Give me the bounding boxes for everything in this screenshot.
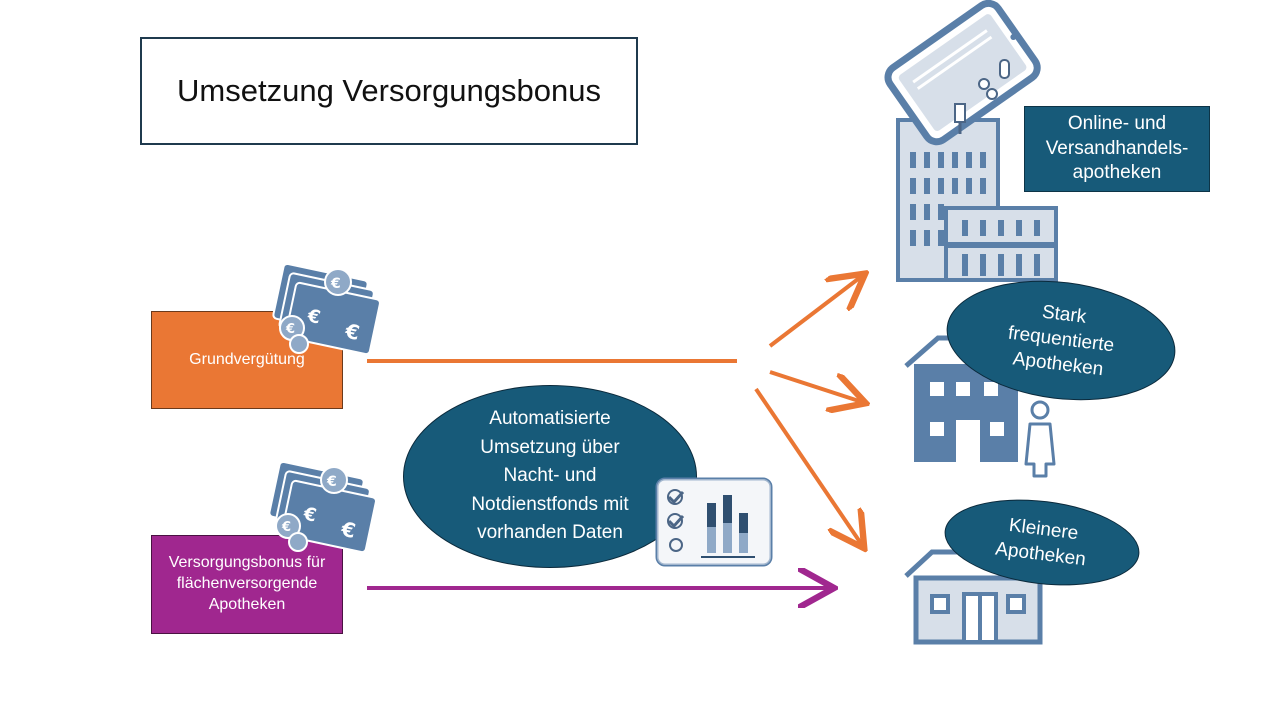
tablet-medicine-icon: [884, 0, 1041, 146]
svg-text:€: €: [326, 474, 337, 490]
svg-text:€: €: [281, 520, 291, 535]
page-title: Umsetzung Versorgungsbonus: [140, 37, 638, 145]
person-icon: [1024, 400, 1056, 478]
svg-text:€: €: [330, 276, 341, 292]
checklist-bar-chart-icon: [655, 477, 773, 567]
svg-text:€: €: [305, 305, 323, 328]
versorgungsbonus-box: Versorgungsbonus für flächenversorgende …: [151, 535, 343, 634]
svg-text:€: €: [285, 322, 295, 337]
arrow-to-online: [768, 276, 862, 348]
automatisierte-umsetzung-bubble: Automatisierte Umsetzung über Nacht- und…: [403, 385, 697, 568]
office-building-icon: [896, 118, 1058, 282]
online-versandhandel-box: Online- und Versandhandels-apotheken: [1024, 106, 1210, 192]
automatisierte-umsetzung-text: Automatisierte Umsetzung über Nacht- und…: [471, 408, 629, 544]
small-house-icon: [904, 549, 1044, 645]
svg-text:€: €: [301, 503, 319, 526]
euro-banknotes-icon: € € € €: [272, 262, 381, 356]
kleinere-apotheken-text: Kleinere Apotheken: [994, 514, 1087, 570]
svg-text:€: €: [342, 318, 362, 345]
arrow-to-klein: [754, 387, 862, 545]
euro-banknotes-icon: € € € €: [268, 460, 377, 554]
arrow-to-stark: [769, 370, 862, 402]
svg-text:€: €: [338, 516, 358, 543]
stark-frequentierte-text: Stark frequentierte Apotheken: [1006, 302, 1116, 381]
